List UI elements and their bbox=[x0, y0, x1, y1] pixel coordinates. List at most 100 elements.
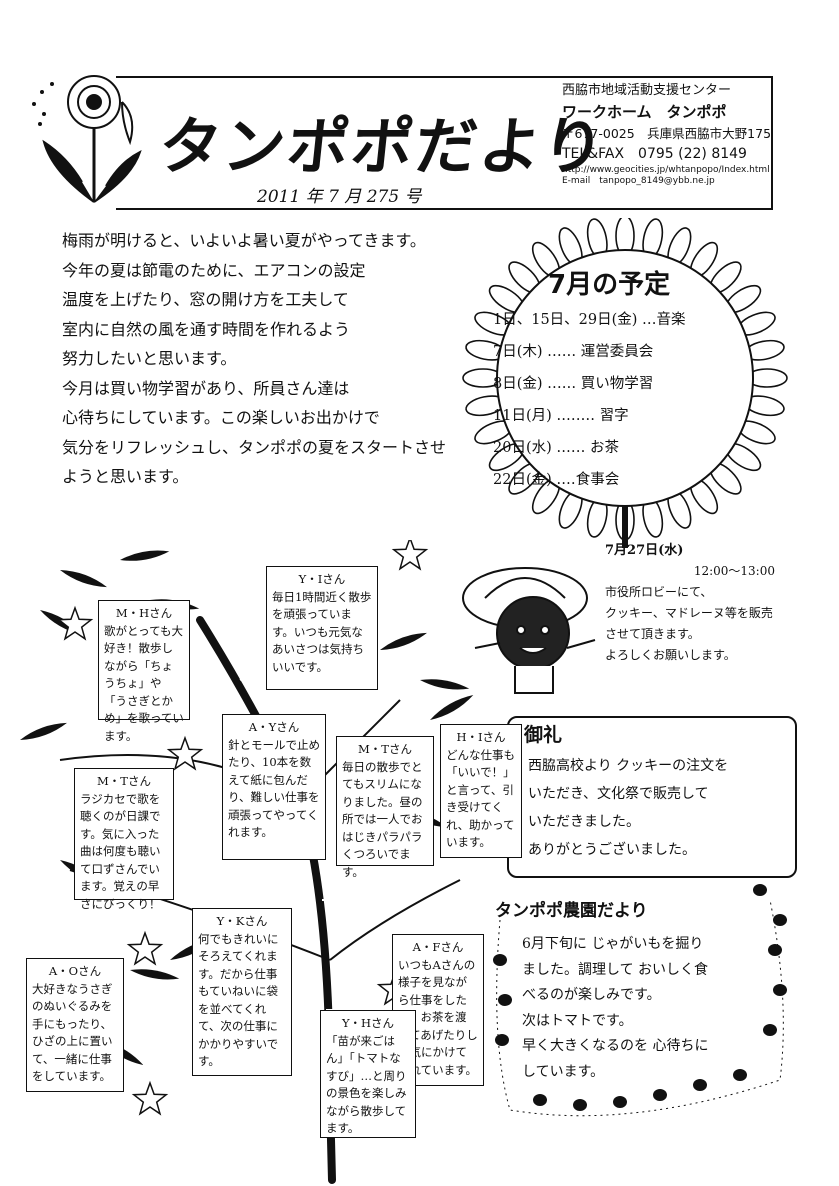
farm-title: タンポポ農園だより bbox=[495, 901, 648, 921]
star-icon bbox=[56, 605, 94, 641]
card-text: 何でもきれいにそろえてくれます。だから仕事もていねいに袋を並べてくれて、次の仕事… bbox=[198, 931, 279, 1069]
wish-card: A・Oさん 大好きなうさぎのぬいぐるみを手にもったり、ひざの上に置いて、一緒に仕… bbox=[26, 958, 124, 1092]
thanks-line: ありがとうございました。 bbox=[528, 842, 696, 858]
intro-line: ようと思います。 bbox=[62, 467, 189, 486]
event-time: 12:00～13:00 bbox=[693, 564, 775, 578]
ladybug-icon bbox=[613, 1096, 627, 1108]
bamboo-leaf bbox=[20, 722, 67, 740]
wish-card: Y・Iさん 毎日1時間近く散歩を頑張っています。いつも元気なあいさつは気持ちいい… bbox=[266, 566, 378, 690]
schedule-title: 7月の予定 bbox=[548, 270, 671, 300]
ladybug-icon bbox=[753, 884, 767, 896]
ladybug-icon bbox=[493, 954, 507, 966]
wish-card: A・Yさん 針とモールで止めたり、10本を数えて紙に包んだり、難しい仕事を頑張っ… bbox=[222, 714, 326, 860]
intro-line: 気分をリフレッシュし、タンポポの夏をスタートさせ bbox=[62, 437, 447, 457]
bamboo-leaf bbox=[130, 969, 180, 980]
org-name: 西脇市地域活動支援センター bbox=[562, 83, 732, 98]
issue-number: 2011 年 7 月 275 号 bbox=[257, 187, 422, 207]
card-name: A・Fさん bbox=[412, 940, 464, 954]
ladybug-icon bbox=[498, 994, 512, 1006]
ladybug-icon bbox=[693, 1079, 707, 1091]
intro-line: 温度を上げたり、窓の開け方を工夫して bbox=[62, 290, 349, 309]
card-text: ラジカセで歌を聴くのが日課です。気に入った曲は何度も聴いて口ずさんでいます。覚え… bbox=[80, 791, 161, 911]
card-name: H・Iさん bbox=[456, 730, 506, 744]
intro-line: 梅雨が明けると、いよいよ暑い夏がやってきます。 bbox=[62, 231, 426, 250]
bamboo-leaf bbox=[120, 550, 170, 561]
bamboo-leaf bbox=[380, 632, 427, 650]
dandelion-icon bbox=[32, 75, 142, 203]
schedule-list: 1日、15日、29日(金) …音楽 7日(木) ‥‥‥ 運営委員会 8日(金) … bbox=[493, 308, 743, 500]
bamboo-leaf bbox=[60, 570, 107, 588]
thanks-body: 西脇高校より クッキーの注文を いただき、文化祭で販売して いただきました。 あ… bbox=[528, 752, 786, 864]
event-line: 市役所ロビーにて、 bbox=[605, 585, 713, 599]
sunflower-frame bbox=[462, 218, 788, 548]
intro-text: 梅雨が明けると、いよいよ暑い夏がやってきます。 今年の夏は節電のために、エアコン… bbox=[62, 226, 482, 492]
card-text: どんな仕事も「いいで！」と言って、引き受けてくれ、助かっています。 bbox=[446, 747, 515, 850]
wish-card: M・Hさん 歌がとっても大好き！散歩しながら「ちょうちょ」や「うさぎとかめ」を歌… bbox=[98, 600, 190, 743]
ladybug-icon bbox=[653, 1089, 667, 1101]
schedule-item: 11日(月) ‥‥‥‥ 習字 bbox=[493, 408, 629, 424]
bamboo-leaf bbox=[420, 679, 470, 690]
wish-card: Y・Hさん 「苗が来ごはん」「トマトなすび」…と周りの景色を楽しみながら散歩して… bbox=[320, 1010, 416, 1138]
event-line: クッキー、マドレーヌ等を販売 bbox=[605, 606, 773, 620]
farm-body: 6月下旬に じゃがいもを掘り ました。調理して おいしく食 べるのが楽しみです。… bbox=[522, 932, 782, 1085]
schedule-item: 22日(金) ‥‥食事会 bbox=[493, 472, 620, 488]
farm-line: しています。 bbox=[522, 1063, 605, 1080]
card-name: Y・Kさん bbox=[216, 914, 268, 928]
ladybug-icon bbox=[733, 1069, 747, 1081]
wish-card: Y・Kさん 何でもきれいにそろえてくれます。だから仕事もていねいに袋を並べてくれ… bbox=[192, 908, 292, 1076]
card-text: 歌がとっても大好き！散歩しながら「ちょうちょ」や「うさぎとかめ」を歌っています。 bbox=[104, 623, 184, 743]
thanks-line: 西脇高校より クッキーの注文を bbox=[528, 758, 729, 774]
card-text: 毎日1時間近く散歩を頑張っています。いつも元気なあいさつは気持ちいいです。 bbox=[272, 589, 372, 674]
ladybug-icon bbox=[763, 1024, 777, 1036]
card-name: M・Tさん bbox=[358, 742, 412, 756]
card-text: 「苗が来ごはん」「トマトなすび」…と周りの景色を楽しみながら散歩してます。 bbox=[326, 1033, 407, 1136]
schedule-item: 7日(木) ‥‥‥ 運営委員会 bbox=[493, 344, 654, 360]
ladybug-icon bbox=[573, 1099, 587, 1111]
intro-line: 今月は買い物学習があり、所員さん達は bbox=[62, 378, 350, 398]
event-line: よろしくお願いします。 bbox=[605, 648, 736, 662]
farm-line: 次はトマトです。 bbox=[522, 1012, 633, 1029]
org-url: http://www.geocities.jp/whtanpopo/Index.… bbox=[562, 164, 770, 175]
thanks-line: いただき、文化祭で販売して bbox=[528, 786, 709, 802]
ladybug-border bbox=[493, 884, 787, 1117]
page-title: タンポポだより bbox=[155, 110, 611, 183]
org-tel: TEL&FAX 0795 (22) 8149 bbox=[562, 145, 747, 162]
card-name: M・Hさん bbox=[115, 606, 173, 620]
intro-line: 室内に自然の風を通す時間を作れるよう bbox=[62, 319, 351, 339]
ladybug-icon bbox=[768, 944, 782, 956]
event-date: 7月27日(水) bbox=[605, 543, 684, 558]
org-address: 〒677-0025 兵庫県西脇市大野175 bbox=[562, 125, 772, 141]
card-text: 針とモールで止めたり、10本を数えて紙に包んだり、難しい仕事を頑張ってやってくれ… bbox=[228, 737, 320, 840]
card-text: 大好きなうさぎのぬいぐるみを手にもったり、ひざの上に置いて、一緒に仕事をしていま… bbox=[32, 981, 113, 1084]
schedule-item: 1日、15日、29日(金) …音楽 bbox=[493, 312, 686, 328]
ladybug-icon bbox=[495, 1034, 509, 1046]
bamboo-leaf bbox=[430, 695, 474, 720]
org-email: E-mail tanpopo_8149@ybb.ne.jp bbox=[562, 176, 715, 187]
girl-with-hat-illustration bbox=[462, 567, 596, 694]
org-sub: ワークホーム タンポポ bbox=[562, 102, 727, 121]
org-info: 西脇市地域活動支援センター ワークホーム タンポポ 〒677-0025 兵庫県西… bbox=[562, 82, 772, 187]
star-icon bbox=[166, 735, 204, 771]
farm-line: 早く大きくなるのを 心待ちに bbox=[522, 1038, 709, 1054]
card-name: A・Oさん bbox=[48, 964, 102, 978]
ladybug-icon bbox=[773, 984, 787, 996]
wish-card: M・Tさん 毎日の散歩でとてもスリムになりました。昼の所では一人でおはじきパラパ… bbox=[336, 736, 434, 879]
star-icon bbox=[126, 930, 164, 966]
card-text: 毎日の散歩でとてもスリムになりました。昼の所では一人でおはじきパラパラくつろいで… bbox=[342, 759, 423, 879]
intro-line: 心待ちにしています。この楽しいお出かけで bbox=[62, 408, 380, 427]
wish-card: H・Iさん どんな仕事も「いいで！」と言って、引き受けてくれ、助かっています。 bbox=[440, 724, 522, 858]
card-name: M・Tさん bbox=[97, 774, 151, 788]
intro-line: 努力したいと思います。 bbox=[62, 349, 237, 368]
schedule-item: 20日(水) ‥‥‥ お茶 bbox=[493, 440, 619, 456]
wish-card: M・Tさん ラジカセで歌を聴くのが日課です。気に入った曲は何度も聴いて口ずさんで… bbox=[74, 768, 174, 911]
thanks-title: 御礼 bbox=[520, 720, 567, 747]
farm-line: ました。調理して おいしく食 bbox=[522, 961, 709, 978]
event-line: させて頂きます。 bbox=[605, 627, 700, 641]
ladybug-icon bbox=[773, 914, 787, 926]
header-frame bbox=[116, 76, 773, 210]
card-name: Y・Hさん bbox=[341, 1016, 395, 1030]
event-notice: 7月27日(水) 12:00～13:00 市役所ロビーにて、 クッキー、マドレー… bbox=[605, 540, 785, 666]
farm-line: 6月下旬に じゃがいもを掘り bbox=[522, 936, 704, 952]
card-text: いつもAさんの様子を見ながら仕事をしたり、お茶を渡してあげたりして気にかけてくれ… bbox=[398, 957, 478, 1077]
ladybug-icon bbox=[533, 1094, 547, 1106]
